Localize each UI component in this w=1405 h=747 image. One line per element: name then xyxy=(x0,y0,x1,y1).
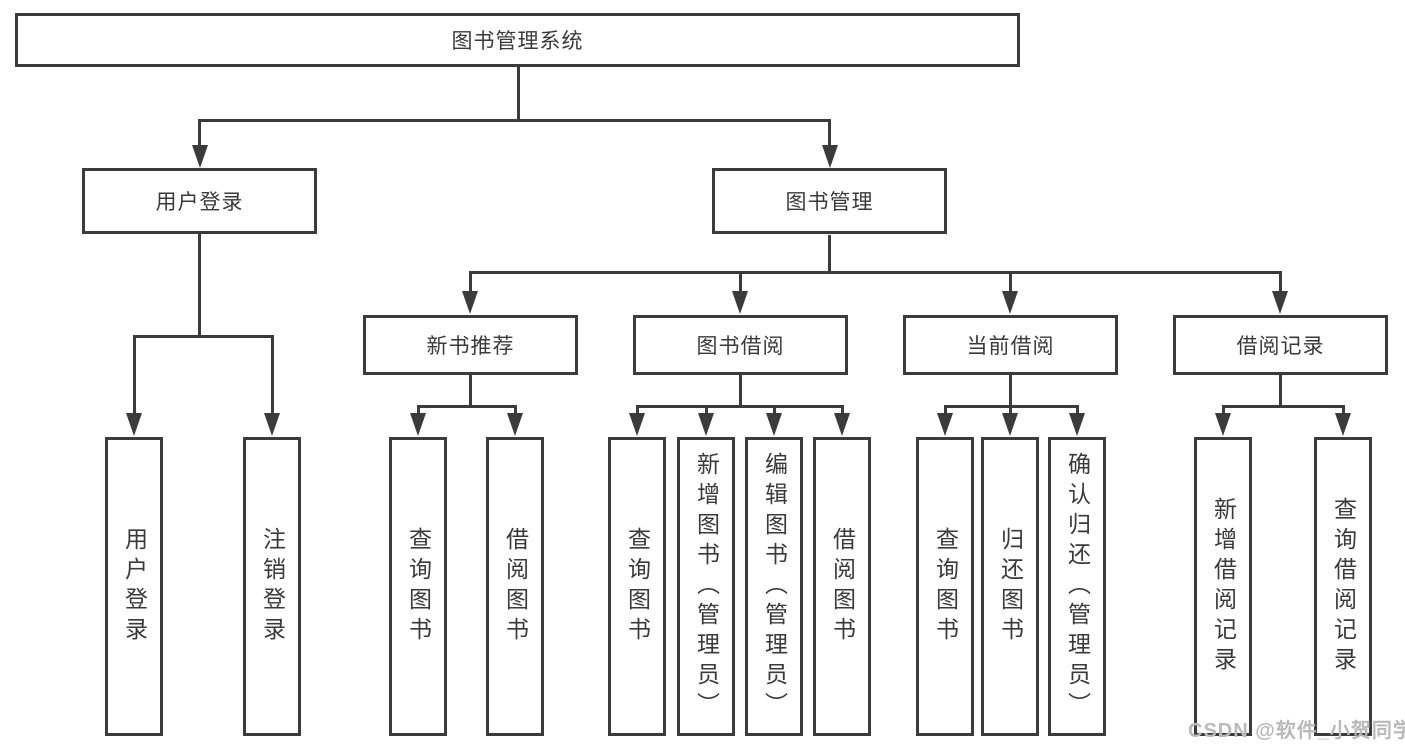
leaf-nb-query-books-label: 查询图书 xyxy=(405,526,432,647)
leaf-nb-query-books: 查询图书 xyxy=(389,437,447,736)
arrowhead-bw-borrow xyxy=(834,413,850,436)
arrowhead-bw-query xyxy=(629,413,645,436)
leaf-rc-query-record: 查询借阅记录 xyxy=(1314,437,1372,736)
leaf-cb-return-books: 归还图书 xyxy=(981,437,1039,736)
arrowhead-book-mgmt xyxy=(822,145,838,168)
connector-drop-leaf-logout xyxy=(271,335,274,415)
node-book-borrowing-label: 图书借阅 xyxy=(696,335,785,358)
connector-drop-bw-query xyxy=(636,405,639,416)
arrowhead-rc-query xyxy=(1335,413,1351,436)
connector-drop-book-mgmt xyxy=(828,119,831,148)
leaf-user-login-label: 用户登录 xyxy=(121,526,148,647)
connector-drop-bw-add xyxy=(705,405,708,416)
node-borrow-records: 借阅记录 xyxy=(1173,315,1388,375)
connector-drop-records xyxy=(1279,271,1282,293)
leaf-nb-borrow-books: 借阅图书 xyxy=(486,437,544,736)
node-user-login-label: 用户登录 xyxy=(155,191,244,214)
node-current-borrowing-label: 当前借阅 xyxy=(966,335,1055,358)
node-current-borrowing: 当前借阅 xyxy=(903,315,1118,375)
leaf-cb-confirm-return-admin-label: 确认归还（管理员） xyxy=(1064,451,1091,722)
connector-root-trunk xyxy=(517,67,520,120)
connector-drop-bw-edit xyxy=(773,405,776,416)
leaf-rc-add-record-label: 新增借阅记录 xyxy=(1210,496,1237,677)
arrowhead-records xyxy=(1272,291,1288,314)
connector-branch-records xyxy=(1222,405,1345,408)
connector-stub-borrowing xyxy=(739,375,742,408)
connector-stub-user-login xyxy=(198,234,201,337)
node-borrow-records-label: 借阅记录 xyxy=(1236,335,1325,358)
connector-drop-new-books xyxy=(469,271,472,293)
connector-drop-nb-query xyxy=(417,405,420,416)
arrowhead-user-login xyxy=(192,145,208,168)
connector-branch-new-books xyxy=(417,405,517,408)
leaf-bw-add-books-admin-label: 新增图书（管理员） xyxy=(693,451,720,722)
leaf-rc-add-record: 新增借阅记录 xyxy=(1194,437,1252,736)
arrowhead-nb-borrow xyxy=(507,413,523,436)
connector-stub-book-mgmt xyxy=(828,235,831,273)
leaf-logout-label: 注销登录 xyxy=(259,526,286,647)
arrowhead-leaf-login xyxy=(126,413,142,436)
leaf-cb-return-books-label: 归还图书 xyxy=(997,526,1024,647)
leaf-bw-borrow-books-label: 借阅图书 xyxy=(829,526,856,647)
connector-drop-cb-query xyxy=(944,405,947,416)
connector-drop-rc-query xyxy=(1342,405,1345,416)
connector-branch-level2 xyxy=(198,119,831,122)
node-new-book-recommend: 新书推荐 xyxy=(363,315,578,375)
leaf-cb-confirm-return-admin: 确认归还（管理员） xyxy=(1048,437,1106,736)
leaf-bw-add-books-admin: 新增图书（管理员） xyxy=(677,437,735,736)
node-book-management: 图书管理 xyxy=(712,168,947,234)
connector-drop-leaf-login xyxy=(133,335,136,415)
arrowhead-rc-add xyxy=(1215,413,1231,436)
leaf-nb-borrow-books-label: 借阅图书 xyxy=(502,526,529,647)
leaf-cb-query-books-label: 查询图书 xyxy=(932,526,959,647)
connector-drop-user-login xyxy=(198,119,201,148)
connector-drop-rc-add xyxy=(1222,405,1225,416)
arrowhead-cb-return xyxy=(1002,413,1018,436)
arrowhead-cb-confirm xyxy=(1069,413,1085,436)
connector-drop-current xyxy=(1009,271,1012,293)
node-new-book-recommend-label: 新书推荐 xyxy=(426,335,515,358)
node-user-login: 用户登录 xyxy=(82,168,317,234)
leaf-bw-borrow-books: 借阅图书 xyxy=(813,437,871,736)
arrowhead-bw-add xyxy=(698,413,714,436)
arrowhead-bw-edit xyxy=(766,413,782,436)
connector-branch-borrowing xyxy=(636,405,844,408)
connector-drop-cb-return xyxy=(1009,405,1012,416)
connector-stub-records xyxy=(1279,375,1282,408)
arrowhead-cb-query xyxy=(937,413,953,436)
leaf-user-login: 用户登录 xyxy=(105,437,163,736)
connector-drop-cb-confirm xyxy=(1076,405,1079,416)
node-book-borrowing: 图书借阅 xyxy=(633,315,848,375)
arrowhead-new-books xyxy=(462,291,478,314)
connector-branch-level3 xyxy=(469,271,1282,274)
connector-stub-current xyxy=(1009,375,1012,408)
leaf-bw-edit-books-admin-label: 编辑图书（管理员） xyxy=(761,451,788,722)
leaf-logout: 注销登录 xyxy=(243,437,301,736)
node-book-management-label: 图书管理 xyxy=(785,191,874,214)
connector-drop-borrowing xyxy=(739,271,742,293)
arrowhead-nb-query xyxy=(410,413,426,436)
arrowhead-leaf-logout xyxy=(264,413,280,436)
connector-drop-bw-borrow xyxy=(841,405,844,416)
connector-drop-nb-borrow xyxy=(514,405,517,416)
node-root-system: 图书管理系统 xyxy=(15,13,1020,67)
connector-branch-user-login xyxy=(133,335,274,338)
leaf-cb-query-books: 查询图书 xyxy=(916,437,974,736)
arrowhead-borrowing xyxy=(732,291,748,314)
connector-stub-new-books xyxy=(469,375,472,408)
leaf-bw-query-books: 查询图书 xyxy=(608,437,666,736)
csdn-watermark: CSDN @软件_小贺同学 xyxy=(1188,720,1405,742)
leaf-bw-query-books-label: 查询图书 xyxy=(624,526,651,647)
leaf-rc-query-record-label: 查询借阅记录 xyxy=(1330,496,1357,677)
arrowhead-current xyxy=(1002,291,1018,314)
leaf-bw-edit-books-admin: 编辑图书（管理员） xyxy=(745,437,803,736)
node-root-label: 图书管理系统 xyxy=(451,30,584,53)
